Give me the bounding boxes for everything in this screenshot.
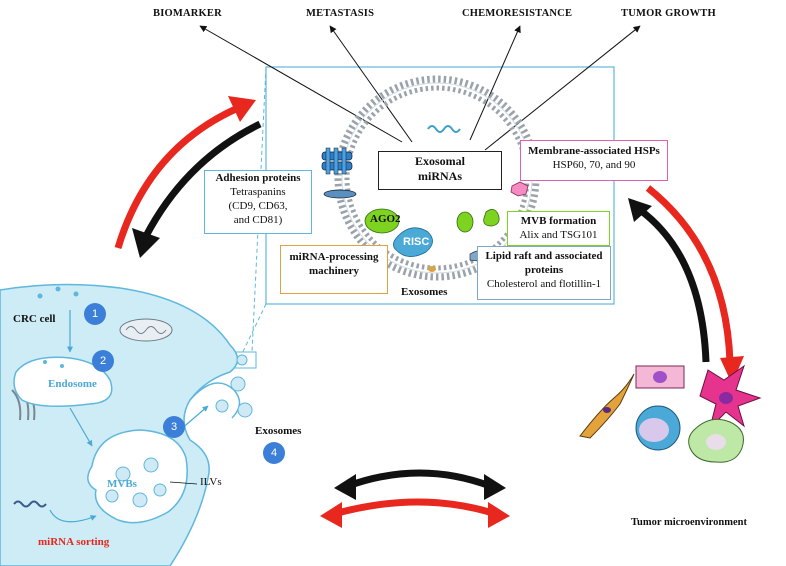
mvb-formation-box: MVB formation Alix and TSG101	[507, 211, 610, 246]
step-1-badge: 1	[84, 303, 106, 325]
endosome-label: Endosome	[48, 378, 97, 390]
mvb-shape	[87, 429, 188, 524]
released-exosomes	[215, 354, 253, 418]
adhesion-line1: Tetraspanins	[230, 186, 286, 198]
ago2-label: AGO2	[370, 213, 401, 225]
path-arrow-sorting	[49, 509, 97, 523]
adhesion-title: Adhesion proteins	[215, 172, 301, 184]
membrane-hsps-box: Membrane-associated HSPs HSP60, 70, and …	[520, 140, 668, 181]
label-chemoresistance: CHEMORESISTANCE	[462, 8, 573, 19]
hsp-icon	[510, 181, 529, 197]
crc-cell-label: CRC cell	[13, 313, 56, 325]
membrane-buds	[37, 286, 79, 368]
mirna-proc-line1: miRNA-processing	[289, 251, 379, 263]
flotillin-icon	[428, 266, 436, 272]
step-4-badge: 4	[263, 442, 285, 464]
path-arrow-2	[69, 407, 93, 447]
arrow-tumor-growth	[484, 25, 641, 151]
arrow-chemoresistance	[469, 25, 521, 141]
tumor-microenvironment-label: Tumor microenvironment	[631, 517, 747, 528]
ilv-pointer	[169, 481, 198, 485]
risc-label: RISC	[403, 236, 430, 248]
step-3-badge: 3	[163, 416, 185, 438]
exosomes-zoom-label: Exosomes	[401, 286, 448, 298]
mitochondria-icon	[119, 318, 173, 342]
crc-cell-body	[0, 283, 239, 566]
arrow-metastasis	[329, 25, 413, 143]
exosomal-mirnas-line2: miRNAs	[418, 169, 462, 183]
risc-shape	[393, 227, 433, 257]
adhesion-proteins-box: Adhesion proteins Tetraspanins (CD9, CD6…	[204, 170, 312, 234]
lipid-title2: proteins	[524, 264, 564, 276]
hsp-title: Membrane-associated HSPs	[528, 145, 660, 157]
ilvs-label: ILVs	[200, 476, 222, 488]
ago2-shape	[364, 208, 400, 234]
mvb-line1: Alix and TSG101	[519, 229, 598, 241]
myeloid-cell-icon	[699, 364, 762, 430]
lipid-title1: Lipid raft and associated	[485, 250, 603, 262]
mirna-wave-cell-icon	[13, 500, 47, 508]
step-2-badge: 2	[92, 350, 114, 372]
red-double-arrow	[333, 498, 498, 518]
macrophage-icon	[688, 418, 744, 463]
exosomal-mirnas-box: Exosomal miRNAs	[378, 151, 502, 190]
endosome-shape	[13, 356, 113, 407]
adhesion-line2: (CD9, CD63,	[228, 200, 288, 212]
black-arrow-exosome-to-cell	[142, 120, 262, 238]
lipid-raft-box: Lipid raft and associated proteins Chole…	[477, 246, 611, 300]
adhesion-line3: and CD81)	[233, 214, 283, 226]
black-arrow-tme-to-exosome	[637, 207, 710, 363]
mvb-title: MVB formation	[520, 215, 597, 227]
mirna-proc-line2: machinery	[308, 265, 360, 277]
mirna-wave-icon	[427, 125, 461, 133]
red-arrow-cell-to-exosome	[114, 104, 240, 250]
label-tumor-growth: TUMOR GROWTH	[621, 8, 716, 19]
tetraspanin-icon	[321, 147, 357, 199]
immune-cell-icon	[635, 405, 681, 451]
red-arrow-exosome-to-tme	[645, 185, 734, 363]
hsp-line1: HSP60, 70, and 90	[552, 159, 636, 171]
label-metastasis: METASTASIS	[306, 8, 375, 19]
exosomes-cell-label: Exosomes	[255, 425, 302, 437]
black-double-arrow	[346, 469, 492, 490]
fibroblast-icon	[579, 373, 635, 439]
mvbs-label: MVBs	[107, 478, 137, 490]
exosomal-mirnas-line1: Exosomal	[414, 154, 465, 168]
arrow-biomarker	[199, 25, 403, 143]
label-biomarker: BIOMARKER	[153, 8, 222, 19]
ilv-vesicles	[105, 457, 167, 508]
tsg101-icon	[483, 209, 500, 227]
alix-icon	[456, 211, 474, 233]
endothelial-cell-icon	[635, 365, 685, 389]
mirna-sorting-label: miRNA sorting	[38, 536, 110, 548]
mirna-processing-box: miRNA-processing machinery	[280, 245, 388, 294]
lipid-line1: Cholesterol and flotillin-1	[486, 278, 602, 290]
